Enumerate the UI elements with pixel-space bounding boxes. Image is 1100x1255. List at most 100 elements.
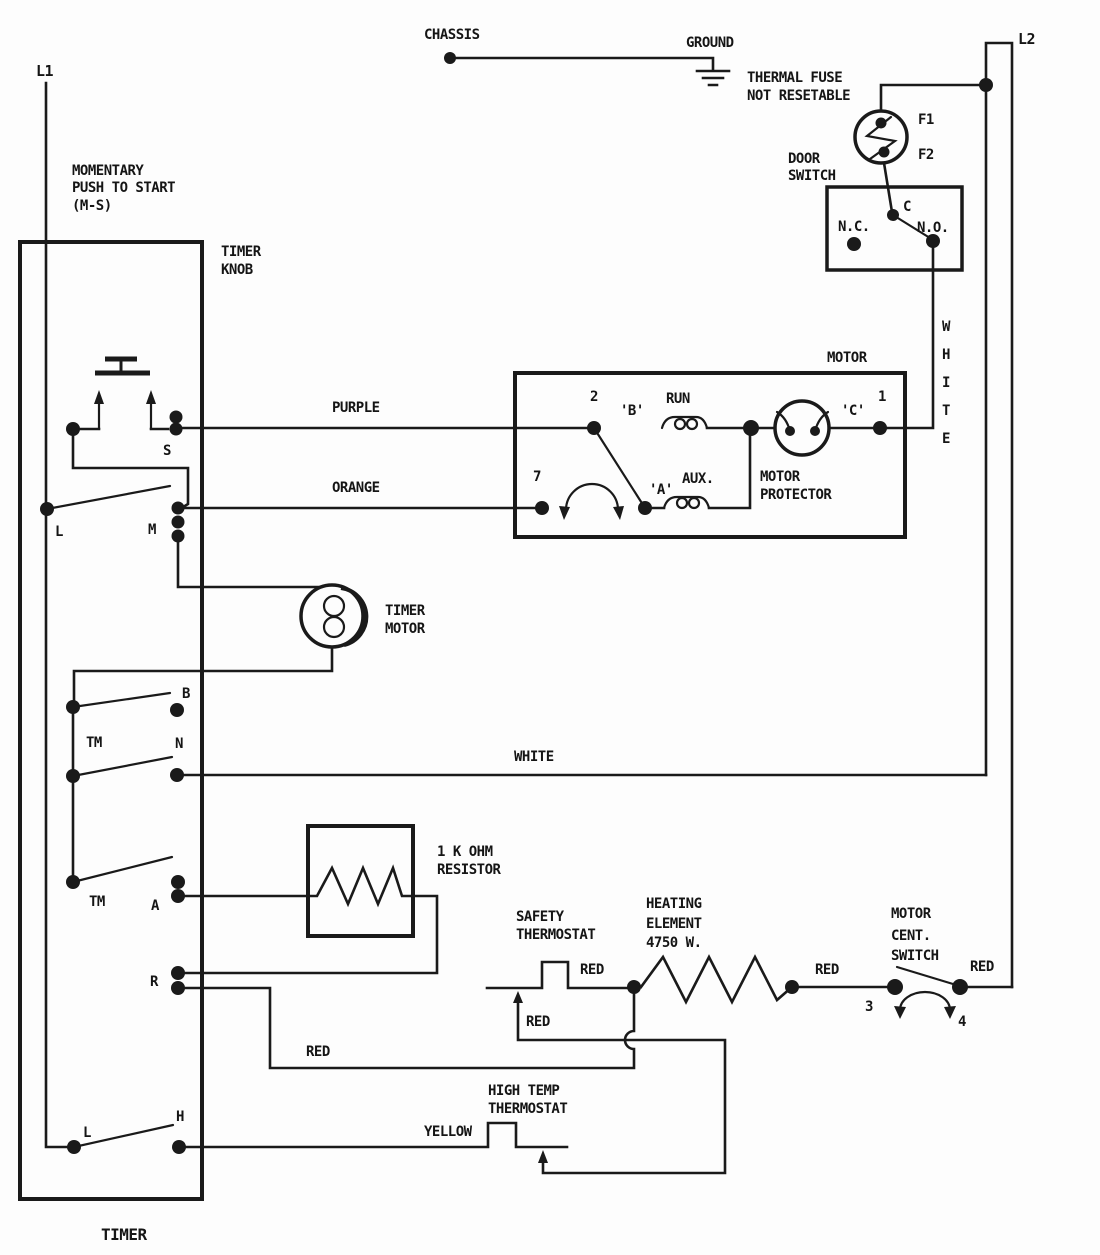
label-timer-knob-1: TIMER	[221, 244, 262, 260]
label-contact-tm1: TM	[86, 735, 102, 751]
label-heating-2: ELEMENT	[646, 916, 702, 932]
ground-icon	[695, 69, 731, 87]
label-l1: L1	[36, 62, 54, 80]
label-white: WHITE	[514, 749, 554, 765]
label-contact-h: H	[176, 1109, 184, 1125]
push-to-start-switch	[40, 356, 190, 543]
chassis-ground-wire	[444, 52, 731, 87]
label-nc: N.C.	[838, 219, 870, 235]
toggle-arc-icon	[564, 482, 620, 512]
label-white-vertical-h: H	[942, 347, 950, 363]
label-safety-thermostat-2: THERMOSTAT	[516, 927, 595, 943]
label-momentary-1: MOMENTARY	[72, 163, 144, 179]
l2-bus	[879, 41, 1014, 989]
label-motor: MOTOR	[827, 350, 868, 366]
label-thermal-fuse-1: THERMAL FUSE	[747, 70, 842, 86]
label-cent-switch-1: MOTOR	[891, 906, 932, 922]
label-contact-tm2: TM	[89, 894, 105, 910]
label-ground: GROUND	[686, 35, 734, 51]
label-momentary-3: (M-S)	[72, 198, 112, 214]
timer-motor-symbol	[72, 534, 369, 702]
label-contact-s: S	[163, 443, 171, 459]
label-orange: ORANGE	[332, 480, 380, 496]
label-timer: TIMER	[101, 1225, 148, 1244]
label-motor-c: 'C'	[841, 403, 865, 419]
motor-protector-icon	[773, 399, 831, 457]
safety-thermostat-symbol	[485, 960, 727, 1175]
label-resistor-1: 1 K OHM	[437, 844, 493, 860]
label-motor-protector-1: MOTOR	[760, 469, 801, 485]
run-winding-icon	[660, 415, 709, 430]
label-heating-1: HEATING	[646, 896, 702, 912]
label-motor-a: 'A'	[649, 482, 673, 498]
label-door-2: SWITCH	[788, 168, 836, 184]
label-c: C	[903, 199, 911, 215]
label-white-vertical-e: E	[942, 431, 950, 447]
label-white-vertical-t: T	[942, 403, 950, 419]
label-momentary-2: PUSH TO START	[72, 180, 175, 196]
timer-box	[18, 240, 204, 1201]
thermal-fuse-symbol	[853, 109, 909, 214]
label-heating-3: 4750 W.	[646, 935, 702, 951]
label-thermal-fuse-2: NOT RESETABLE	[747, 88, 850, 104]
label-motor-protector-2: PROTECTOR	[760, 487, 832, 503]
label-f2: F2	[918, 147, 934, 163]
label-contact-l-top: L	[55, 524, 63, 540]
label-white-vertical-i: I	[942, 375, 950, 391]
label-f1: F1	[918, 112, 934, 128]
label-timer-motor-1: TIMER	[385, 603, 426, 619]
wire-red-bottom	[176, 980, 641, 1070]
label-contact-m: M	[148, 522, 156, 538]
label-resistor-2: RESISTOR	[437, 862, 502, 878]
resistor-symbol	[176, 824, 439, 975]
up-arrow-icon	[94, 390, 104, 404]
up-arrow-icon	[146, 390, 156, 404]
label-contact-b: B	[182, 686, 190, 702]
label-timer-knob-2: KNOB	[221, 262, 253, 278]
label-purple: PURPLE	[332, 400, 380, 416]
label-contact-a: A	[151, 898, 160, 914]
toggle-arc-icon	[898, 990, 952, 1012]
label-motor-run: RUN	[666, 391, 690, 407]
label-chassis: CHASSIS	[424, 27, 480, 43]
label-red-safety-low: RED	[526, 1014, 550, 1030]
label-no: N.O.	[917, 220, 949, 236]
label-cent-switch-2: CENT.	[891, 928, 931, 944]
label-yellow: YELLOW	[424, 1124, 473, 1140]
up-arrow-icon	[513, 991, 523, 1003]
l1-wire	[44, 81, 186, 1154]
timer-cam-contacts	[66, 691, 185, 995]
label-timer-motor-2: MOTOR	[385, 621, 426, 637]
label-motor-aux: AUX.	[682, 471, 714, 487]
label-cent-switch-4-terminal: 4	[958, 1014, 966, 1030]
fuse-bolt-icon	[864, 115, 898, 161]
label-contact-l-bottom: L	[83, 1125, 91, 1141]
label-cent-switch-3-terminal: 3	[865, 999, 873, 1015]
label-l2: L2	[1018, 30, 1035, 48]
label-safety-thermostat-1: SAFETY	[516, 909, 565, 925]
door-switch-symbol	[825, 185, 964, 430]
label-white-vertical-w: W	[942, 319, 951, 335]
label-contact-n: N	[175, 736, 183, 752]
motor-centrifugal-switch-symbol	[887, 965, 1014, 1019]
label-motor-b: 'B'	[620, 403, 644, 419]
heating-element-symbol	[639, 954, 890, 1005]
label-high-temp-1: HIGH TEMP	[488, 1083, 559, 1099]
label-red-bottom: RED	[306, 1044, 330, 1060]
label-red-safety-top: RED	[580, 962, 604, 978]
label-red-element-right: RED	[815, 962, 839, 978]
label-cent-switch-3: SWITCH	[891, 948, 939, 964]
aux-winding-icon	[662, 495, 711, 510]
label-red-switch-right: RED	[970, 959, 994, 975]
label-high-temp-2: THERMOSTAT	[488, 1101, 567, 1117]
label-motor-2: 2	[590, 389, 598, 405]
label-contact-r: R	[150, 974, 159, 990]
high-temp-thermostat-symbol	[184, 1121, 569, 1163]
label-motor-7: 7	[533, 469, 541, 485]
labels: L1 L2 CHASSIS GROUND THERMAL FUSE NOT RE…	[36, 27, 1036, 1244]
label-door-1: DOOR	[788, 151, 821, 167]
up-arrow-icon	[538, 1150, 548, 1163]
motor-symbol	[513, 371, 907, 539]
